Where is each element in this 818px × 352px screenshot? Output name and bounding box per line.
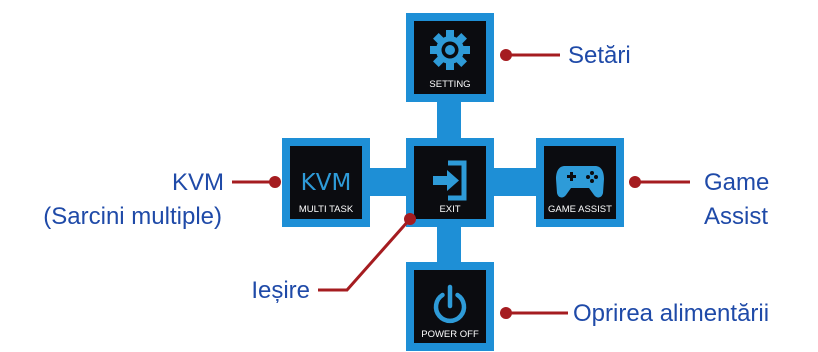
exit-icon xyxy=(433,160,467,201)
tile-power-off[interactable]: POWER OFF xyxy=(414,270,486,343)
callout-game-line2: Assist xyxy=(704,203,768,230)
callout-kvm-line1: KVM xyxy=(172,169,224,196)
tile-game-assist[interactable]: GAME ASSIST xyxy=(544,146,616,219)
multitask-label: MULTI TASK xyxy=(299,204,354,215)
gear-icon xyxy=(430,30,470,70)
kvm-icon: KVM xyxy=(301,170,352,196)
tile-exit[interactable]: EXIT xyxy=(414,146,486,219)
setting-label: SETTING xyxy=(429,79,470,90)
callout-game-line1: Game xyxy=(704,169,769,196)
callout-kvm-line2: (Sarcini multiple) xyxy=(43,203,222,230)
power-icon xyxy=(433,284,467,324)
callout-iesire: Ieșire xyxy=(251,277,310,304)
game-assist-label: GAME ASSIST xyxy=(548,204,612,215)
tile-multitask[interactable]: KVM MULTI TASK xyxy=(290,146,362,219)
gamepad-icon xyxy=(556,166,604,198)
callout-setari: Setări xyxy=(568,42,631,69)
power-off-label: POWER OFF xyxy=(421,329,479,340)
callout-oprirea: Oprirea alimentării xyxy=(573,300,769,327)
leader-lines xyxy=(232,53,690,315)
leader-dots xyxy=(269,49,641,319)
exit-label: EXIT xyxy=(439,204,460,215)
tile-setting[interactable]: SETTING xyxy=(414,21,486,94)
